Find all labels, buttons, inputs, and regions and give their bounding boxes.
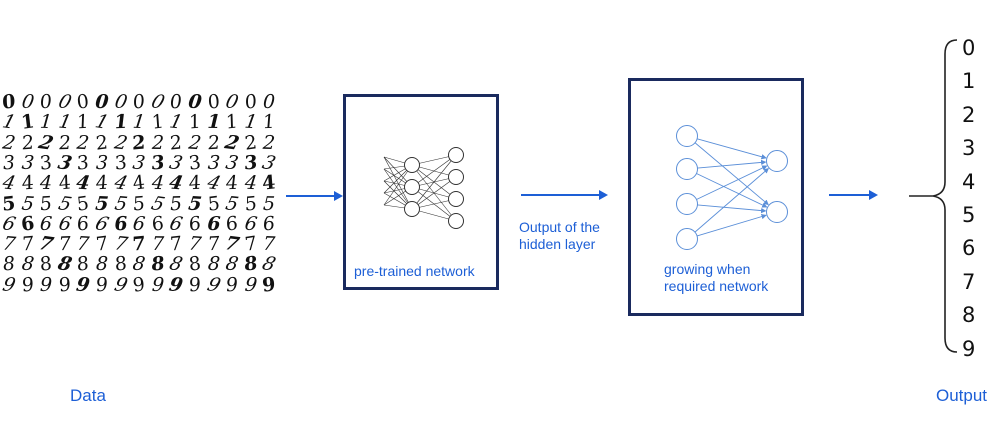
hidden-layer-label-line1: Output of the <box>519 219 600 235</box>
handwritten-digit: 3 <box>95 151 109 174</box>
handwritten-digit: 5 <box>19 192 36 215</box>
handwritten-digit: 7 <box>130 232 148 256</box>
handwritten-digit: 9 <box>19 273 36 297</box>
handwritten-digit: 6 <box>186 212 204 236</box>
handwritten-digit: 7 <box>187 232 203 256</box>
handwritten-digit: 0 <box>242 90 259 114</box>
output-class-label: 8 <box>962 303 976 328</box>
handwritten-digit: 0 <box>169 90 184 114</box>
network-node <box>404 179 420 195</box>
handwritten-digit: 9 <box>75 273 92 297</box>
handwritten-digit: 1 <box>39 111 54 134</box>
network-connection <box>383 156 413 210</box>
handwritten-digit: 8 <box>131 253 147 276</box>
arrow-data-to-pretrained <box>286 191 343 201</box>
arrow-growing-to-output <box>829 190 878 200</box>
output-class-label: 9 <box>962 336 976 361</box>
handwritten-digit: 4 <box>39 172 53 195</box>
handwritten-digit: 8 <box>95 253 109 276</box>
output-brace <box>909 39 958 353</box>
handwritten-digit: 2 <box>57 131 72 154</box>
network-connection <box>696 214 767 237</box>
handwritten-digit: 1 <box>206 111 221 134</box>
handwritten-digit: 5 <box>169 192 184 215</box>
handwritten-digit: 4 <box>75 171 92 195</box>
output-class-label: 0 <box>962 36 976 60</box>
network-connection <box>383 164 413 206</box>
network-node <box>448 191 464 207</box>
handwritten-digit: 7 <box>57 232 72 256</box>
handwritten-digit: 1 <box>113 111 129 134</box>
handwritten-digit: 2 <box>187 131 203 154</box>
network-connection <box>697 159 767 169</box>
handwritten-digit: 3 <box>2 151 16 175</box>
network-node <box>448 169 464 185</box>
network-connection <box>411 176 457 210</box>
network-node <box>404 157 420 173</box>
pretrained-network-diagram <box>383 147 464 229</box>
output-class-label: 2 <box>962 102 976 127</box>
network-node <box>766 150 788 172</box>
network-connection <box>694 167 769 233</box>
network-connection <box>694 142 769 206</box>
handwritten-digit: 7 <box>262 232 277 256</box>
growing-network-label: growing when required network <box>664 261 768 295</box>
network-connection <box>697 204 767 214</box>
pretrained-network-box: pre-trained network <box>343 94 499 290</box>
handwritten-digit: 1 <box>262 111 277 134</box>
network-connection <box>696 173 768 208</box>
network-node <box>676 158 698 180</box>
handwritten-digit: 6 <box>113 212 129 236</box>
output-class-label: 5 <box>962 203 976 227</box>
output-class-label: 4 <box>962 169 976 194</box>
handwritten-digit: 9 <box>225 273 240 296</box>
handwritten-digit: 4 <box>19 171 36 195</box>
growing-label-line1: growing when <box>664 261 751 277</box>
output-class-label: 6 <box>962 236 976 261</box>
arrow-pretrained-to-growing <box>521 190 608 200</box>
network-node <box>448 213 464 229</box>
handwritten-digit: 4 <box>225 171 240 195</box>
handwritten-digit: 8 <box>2 253 16 276</box>
network-node <box>676 228 698 250</box>
mnist-digit-grid: 0000000000000000000000000000001111111111… <box>0 90 290 297</box>
network-node <box>404 201 420 217</box>
network-node <box>676 125 698 147</box>
handwritten-digit: 5 <box>242 192 259 215</box>
pretrained-network-label: pre-trained network <box>354 263 475 279</box>
network-connection <box>411 154 457 188</box>
network-connection <box>411 154 457 210</box>
handwritten-digit: 0 <box>262 90 276 114</box>
growing-label-line2: required network <box>664 278 769 294</box>
network-node <box>676 193 698 215</box>
network-node <box>766 201 788 223</box>
handwritten-digit: 6 <box>262 212 277 236</box>
network-connection <box>696 138 767 160</box>
hidden-layer-label-line2: hidden layer <box>519 236 596 252</box>
growing-network-box: growing when required network <box>628 78 804 316</box>
handwritten-digit: 9 <box>39 273 53 296</box>
output-class-label: 1 <box>962 69 976 94</box>
network-connection <box>383 168 413 210</box>
growing-network-diagram <box>676 125 788 250</box>
output-label: Output <box>936 386 988 405</box>
hidden-layer-output-label: Output of the hidden layer <box>519 219 600 253</box>
output-class-label: 7 <box>962 269 976 294</box>
output-class-label: 3 <box>962 136 976 161</box>
handwritten-digit: 5 <box>94 192 110 215</box>
handwritten-digit: 5 <box>262 192 276 215</box>
handwritten-digit: 0 <box>19 90 36 114</box>
handwritten-digit: 6 <box>39 212 54 235</box>
network-connection <box>696 165 768 200</box>
network-node <box>448 147 464 163</box>
data-label: Data <box>70 386 106 405</box>
handwritten-digit: 2 <box>262 131 277 154</box>
handwritten-digit: 0 <box>94 90 110 114</box>
handwritten-digit: 1 <box>186 110 204 134</box>
handwritten-digit: 3 <box>131 151 147 175</box>
